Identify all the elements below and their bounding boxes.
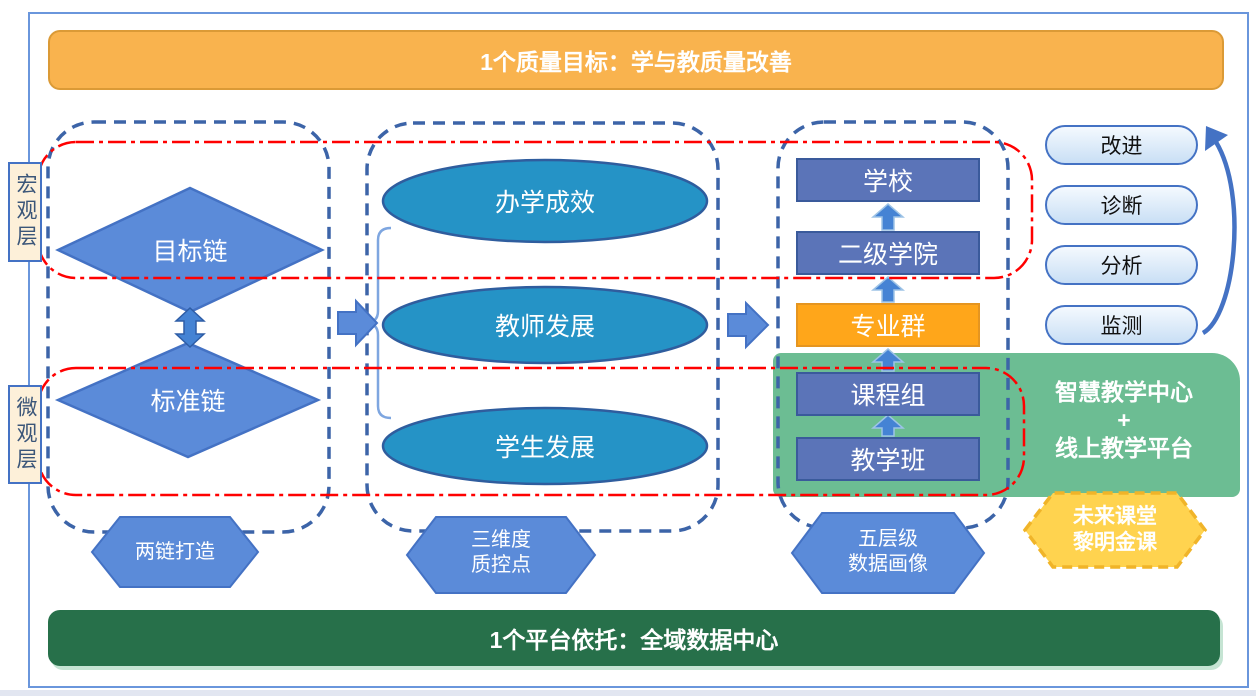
pill-improve: 改进	[1045, 125, 1198, 165]
school-effect-ellipse	[381, 158, 709, 244]
level-box-label: 专业群	[850, 313, 926, 341]
badge-line: 数据画像	[848, 553, 928, 575]
smart-teaching-text: 智慧教学中心 + 线上教学平台	[1008, 378, 1240, 462]
level-box-teaching-class: 教学班	[796, 437, 980, 481]
standard-chain-diamond	[54, 341, 322, 459]
cycle-arrowhead-icon	[1205, 126, 1228, 151]
smart-teaching-line: 智慧教学中心	[1055, 379, 1193, 405]
level-box-label: 二级学院	[837, 241, 938, 269]
quality-goal-text: 1个质量目标：学与教质量改善	[480, 49, 792, 75]
up-arrow-icon	[870, 414, 906, 437]
pill-label: 改进	[1100, 135, 1143, 158]
pill-label: 监测	[1100, 315, 1143, 338]
goal-chain-label: 目标链	[152, 238, 228, 266]
future-course-hexagon	[1022, 491, 1208, 569]
level-box-label: 教学班	[850, 447, 926, 475]
future-course-line: 黎明金课	[1073, 531, 1157, 554]
level-box-major-group: 专业群	[796, 303, 980, 347]
micro-scope-outline	[36, 366, 1026, 497]
level-box-course-group: 课程组	[796, 372, 980, 416]
up-arrow-icon	[870, 203, 906, 231]
flow-arrow-icon	[337, 298, 379, 348]
macro-layer-label: 宏观层	[8, 162, 42, 262]
student-dev-label: 学生发展	[494, 434, 595, 462]
pill-monitor: 监测	[1045, 305, 1198, 345]
badge-line: 五层级	[858, 528, 918, 550]
outer-border	[28, 12, 1249, 688]
future-course-text: 未来课堂 黎明金课	[1035, 504, 1195, 556]
pill-label: 分析	[1100, 255, 1143, 278]
teacher-dev-label: 教师发展	[494, 313, 595, 341]
platform-banner: 1个平台依托：全域数据中心	[48, 610, 1220, 666]
up-arrow-icon	[870, 348, 906, 372]
future-course-line: 未来课堂	[1073, 505, 1157, 528]
pill-analyze: 分析	[1045, 245, 1198, 285]
level-box-label: 课程组	[850, 382, 926, 410]
five-levels-hexagon	[790, 512, 986, 594]
two-chains-hexagon	[90, 516, 260, 588]
flow-arrow-icon	[727, 300, 770, 350]
badge-line: 三维度	[471, 529, 531, 551]
smart-teaching-line: 线上教学平台	[1055, 435, 1193, 461]
cycle-arrow-icon	[1201, 140, 1237, 335]
standard-chain-label: 标准链	[150, 388, 226, 416]
level-box-label: 学校	[862, 168, 913, 196]
level-box-college: 二级学院	[796, 231, 980, 275]
pill-diagnose: 诊断	[1045, 185, 1198, 225]
double-arrow-icon	[174, 306, 206, 349]
school-effect-label: 办学成效	[494, 189, 595, 217]
bottom-edge-strip	[0, 690, 1256, 696]
platform-text: 1个平台依托：全域数据中心	[489, 627, 779, 653]
smart-teaching-line: +	[1117, 407, 1131, 433]
badge-line: 质控点	[471, 554, 531, 576]
level-box-school: 学校	[796, 158, 980, 202]
pill-label: 诊断	[1100, 195, 1143, 218]
five-levels-label: 五层级 数据画像	[810, 527, 966, 577]
three-dimensions-hexagon	[405, 516, 597, 594]
micro-layer-label: 微观层	[8, 385, 42, 484]
three-dimensions-label: 三维度 质控点	[430, 528, 572, 578]
two-chains-label: 两链打造	[135, 541, 215, 563]
goal-chain-diamond	[55, 186, 325, 314]
macro-layer-text: 宏观层	[14, 173, 37, 251]
up-arrow-icon	[870, 276, 906, 303]
teacher-dev-ellipse	[381, 285, 709, 365]
student-dev-ellipse	[381, 406, 709, 486]
micro-layer-text: 微观层	[14, 395, 37, 474]
quality-goal-banner: 1个质量目标：学与教质量改善	[48, 30, 1224, 90]
